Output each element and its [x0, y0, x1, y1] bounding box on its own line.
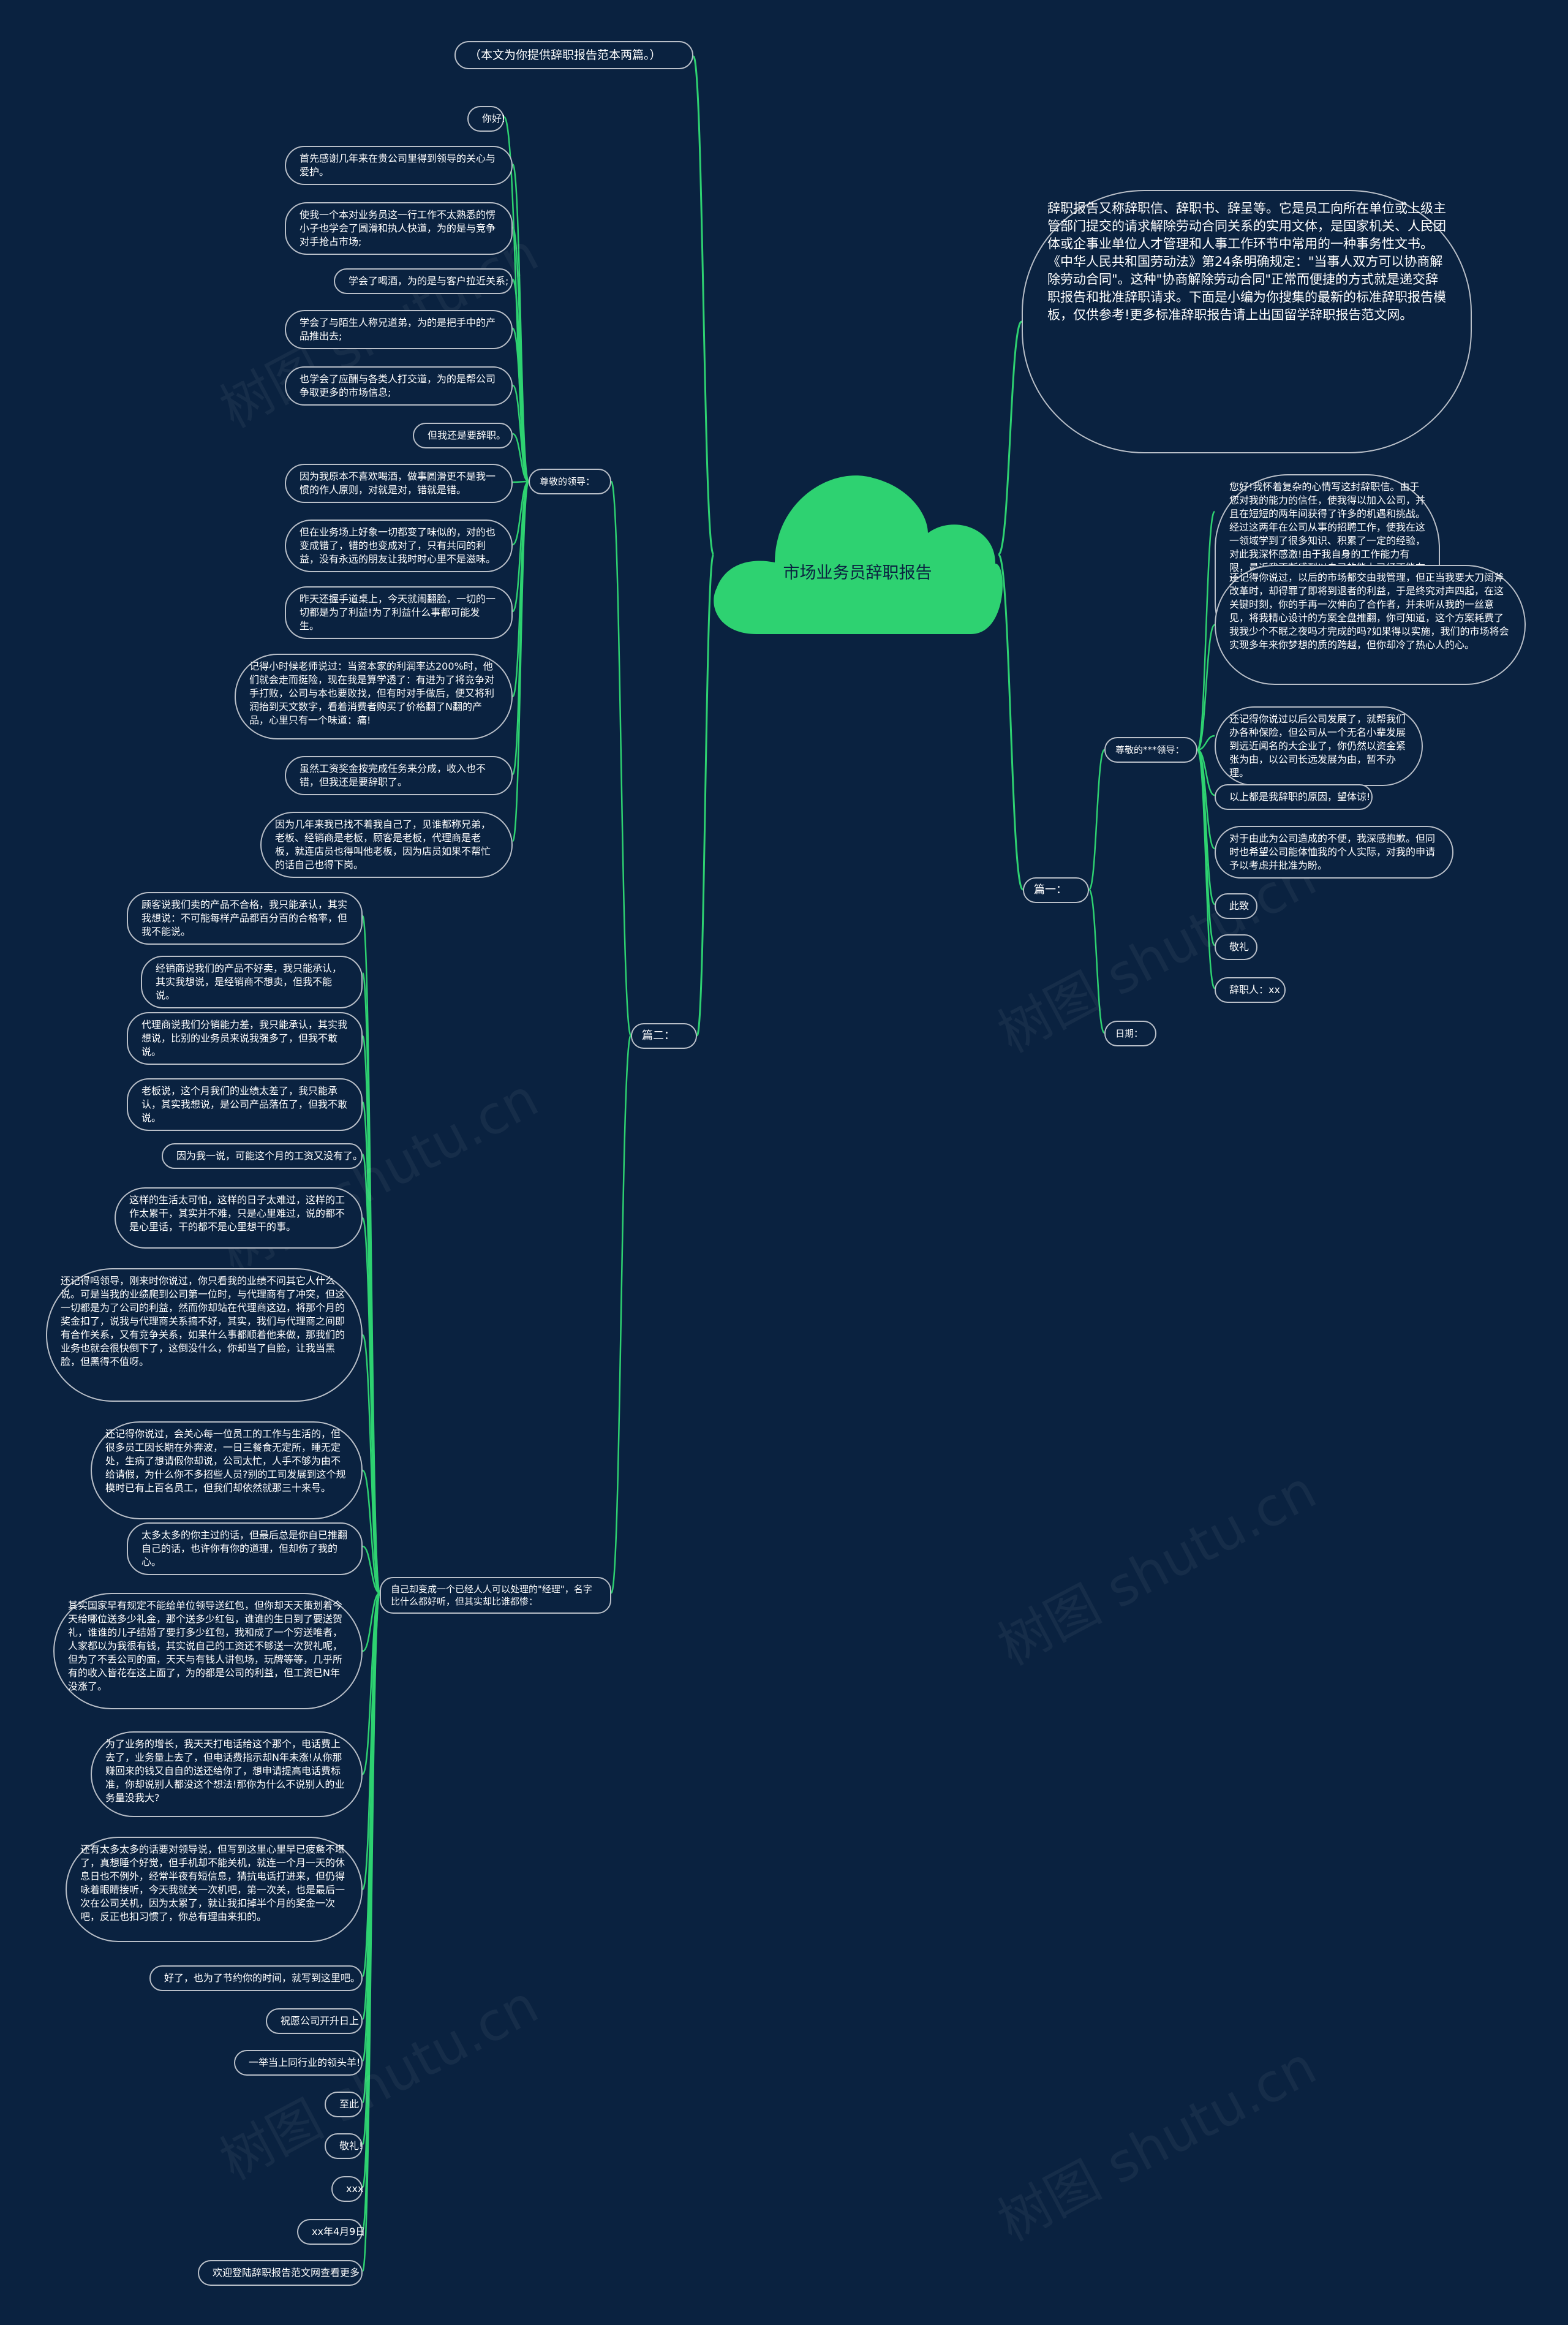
leaf-node[interactable]: 还记得你说过以后公司发展了，就帮我们办各种保险，但公司从一个无名小辈发展到远近闻… — [1215, 706, 1423, 786]
leaf-node[interactable]: 但在业务场上好象一切都变了味似的，对的也变成错了，错的也变成对了，只有共同的利益… — [285, 520, 513, 572]
leaf-node[interactable]: 一举当上同行业的领头羊! — [234, 2050, 363, 2076]
leaf-node[interactable]: 还记得你说过，以后的市场都交由我管理，但正当我要大刀阔斧改革时，却得罪了即将到退… — [1215, 565, 1526, 685]
leaf-node[interactable]: 因为我一说，可能这个月的工资又没有了。 — [162, 1143, 363, 1169]
leaf-node[interactable]: 记得小时候老师说过：当资本家的利润率达200%时，他们就会走而挺险，现在我是算学… — [235, 654, 513, 739]
leaf-node[interactable]: 你好! — [467, 106, 505, 132]
leaf-node[interactable]: 为了业务的增长，我天天打电话给这个那个，电话费上去了，业务量上去了，但电话费指示… — [91, 1731, 363, 1817]
leaf-node[interactable]: 对于由此为公司造成的不便，我深感抱歉。但同时也希望公司能体恤我的个人实际，对我的… — [1215, 826, 1453, 879]
connector-line — [511, 384, 530, 483]
leaf-node[interactable]: 老板说，这个月我们的业绩太差了，我只能承认，其实我想说，是公司产品落伍了，但我不… — [127, 1078, 363, 1131]
leaf-node[interactable]: 还记得吗领导，刚来时你说过，你只看我的业绩不问其它人什么说。可是当我的业绩爬到公… — [46, 1268, 363, 1402]
connector-line — [361, 1469, 381, 1594]
date-node[interactable]: 日期： — [1104, 1021, 1156, 1046]
central-topic[interactable]: 市场业务员辞职报告 — [707, 466, 1008, 640]
leaf-node[interactable]: 学会了与陌生人称兄道弟，为的是把手中的产品推出去; — [285, 310, 513, 349]
sub-leader-greeting-left[interactable]: 尊敬的领导： — [529, 469, 611, 494]
leaf-node[interactable]: 因为我原本不喜欢喝酒，做事圆滑更不是我一惯的作人原则，对就是对，错就是错。 — [285, 464, 513, 503]
leaf-node[interactable]: 顾客说我们卖的产品不合格，我只能承认，其实我想说：不可能每样产品都百分百的合格率… — [127, 892, 363, 945]
leaf-node[interactable]: 欢迎登陆辞职报告范文网查看更多 — [198, 2260, 363, 2286]
connector-line — [1088, 749, 1106, 891]
connector-line — [610, 480, 632, 1037]
connector-line — [362, 1592, 380, 1652]
leaf-node[interactable]: 还有太多太多的话要对领导说，但写到这里心里早已疲惫不堪了，真想睡个好觉，但手机却… — [66, 1837, 363, 1942]
connector-line — [997, 553, 1024, 891]
connector-line — [1196, 624, 1216, 751]
leaf-node[interactable]: 这样的生活太可怕，这样的日子太难过，这样的工作太累干，其实并不难，只是心里难过，… — [115, 1187, 363, 1249]
leaf-node[interactable]: 好了，也为了节约你的时间，就写到这里吧。 — [149, 1965, 363, 1991]
connector-line — [692, 55, 715, 556]
leaf-node[interactable]: 首先感谢几年来在贵公司里得到领导的关心与爱护。 — [285, 146, 513, 185]
description-node[interactable]: 辞职报告又称辞职信、辞职书、辞呈等。它是员工向所在单位或上级主管部门提交的请求解… — [1022, 190, 1472, 453]
leaf-node[interactable]: 至此 — [325, 2092, 363, 2117]
leaf-node[interactable]: 昨天还握手道桌上，今天就闹翻脸，一切的一切都是为了利益!为了利益什么事都可能发生… — [285, 586, 513, 639]
connector-line — [696, 553, 715, 1037]
central-topic-label: 市场业务员辞职报告 — [783, 564, 932, 583]
leaf-node[interactable]: 此致 — [1215, 893, 1257, 919]
leaf-node[interactable]: 敬礼! — [325, 2133, 363, 2159]
connector-line — [1196, 749, 1216, 989]
connector-line — [610, 1034, 632, 1594]
leaf-node[interactable]: 代理商说我们分销能力差，我只能承认，其实我想说，比别的业务员来说我强多了，但我不… — [127, 1012, 363, 1065]
connector-line — [1196, 510, 1216, 751]
leaf-node[interactable]: 使我一个本对业务员这一行工作不太熟悉的愣小子也学会了圆滑和执人快道，为的是与竞争… — [285, 202, 513, 255]
connector-line — [1197, 735, 1215, 751]
connector-line — [362, 1545, 380, 1594]
sub-leader-greeting-right[interactable]: 尊敬的***领导： — [1104, 737, 1197, 763]
connector-line — [361, 1592, 381, 2272]
leaf-node[interactable]: 经销商说我们的产品不好卖，我只能承认，其实我想说，是经销商不想卖，但我不能说。 — [141, 956, 363, 1008]
leaf-node[interactable]: 以上都是我辞职的原因，望体谅! — [1215, 784, 1373, 810]
connector-line — [997, 320, 1023, 556]
leaf-node[interactable]: 其实国家早有规定不能给单位领导送红包，但你却天天策划着今天给哪位送多少礼金，那个… — [53, 1593, 363, 1709]
leaf-node[interactable]: 也学会了应酬与各类人打交道，为的是帮公司争取更多的市场信息; — [285, 366, 513, 406]
leaf-node[interactable]: 祝愿公司开升日上 — [266, 2008, 363, 2034]
intro-note[interactable]: （本文为你提供辞职报告范本两篇。） — [454, 41, 693, 69]
leaf-node[interactable]: 太多太多的你主过的话，但最后总是你自已推翻自己的话，也许你有你的道理，但却伤了我… — [127, 1522, 363, 1575]
leaf-node[interactable]: 辞职人：xx — [1215, 977, 1286, 1003]
leaf-node[interactable]: 虽然工资奖金按完成任务来分成，收入也不错，但我还是要辞职了。 — [285, 756, 513, 795]
leaf-node[interactable]: 但我还是要辞职。 — [413, 423, 513, 448]
cloud-shape — [714, 475, 1003, 634]
leaf-node[interactable]: 学会了喝酒，为的是与客户拉近关系; — [334, 268, 513, 294]
leaf-node[interactable]: xx年4月9日 — [297, 2219, 365, 2245]
connector-line — [361, 1334, 381, 1594]
connector-line — [511, 480, 530, 842]
branch-part-two[interactable]: 篇二： — [631, 1023, 697, 1049]
leaf-node[interactable]: 因为几年来我已找不着我自己了，见谁都称兄弟，老板、经销商是老板，顾客是老板，代理… — [260, 812, 513, 878]
leaf-node[interactable]: xxx — [331, 2176, 363, 2202]
connector-line — [1196, 749, 1216, 947]
sub-manager-complaint[interactable]: 自己却变成一个已经人人可以处理的"经理"，名字比什么都好听，但其实却比谁都惨： — [380, 1577, 611, 1614]
leaf-node[interactable]: 敬礼 — [1215, 934, 1257, 960]
cloud-path — [714, 475, 1003, 634]
leaf-node[interactable]: 还记得你说过，会关心每一位员工的工作与生活的，但很多员工因长期在外奔波，一日三餐… — [91, 1421, 363, 1519]
connector-line — [1088, 888, 1106, 1034]
connector-line — [512, 433, 529, 483]
branch-part-one[interactable]: 篇一： — [1023, 877, 1089, 903]
